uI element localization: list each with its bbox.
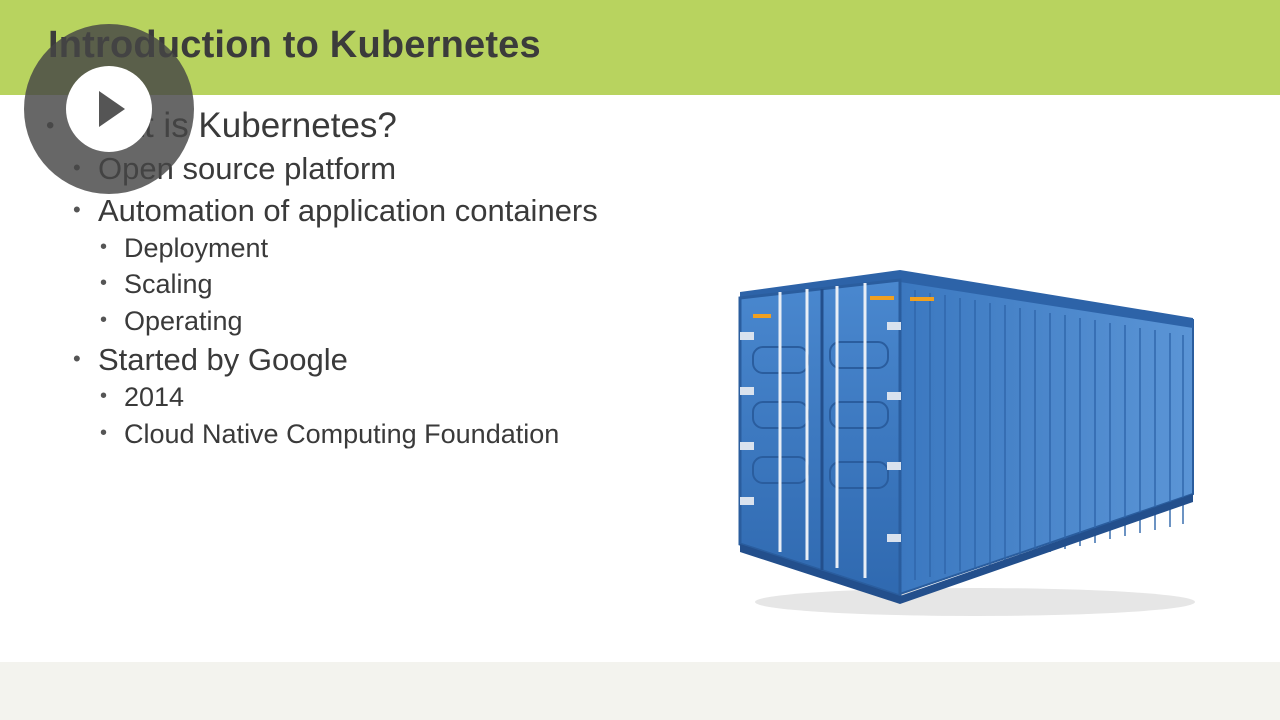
- bullet-item: • Deployment: [100, 233, 269, 264]
- bullet-dot: •: [100, 272, 108, 294]
- bullet-item: • Automation of application containers: [73, 193, 598, 229]
- bullet-dot: •: [100, 309, 108, 331]
- play-icon[interactable]: [99, 91, 125, 127]
- bullet-text: Scaling: [124, 269, 213, 299]
- bullet-text: Operating: [124, 306, 243, 336]
- play-button[interactable]: [24, 24, 194, 194]
- bullet-text: Automation of application containers: [98, 193, 598, 228]
- bullet-item: • Started by Google: [73, 342, 348, 378]
- bullet-dot: •: [73, 346, 81, 371]
- bullet-item: • Cloud Native Computing Foundation: [100, 419, 560, 450]
- bullet-item: • Operating: [100, 306, 243, 337]
- bullet-dot: •: [100, 385, 108, 407]
- bullet-item: • Scaling: [100, 269, 213, 300]
- bullet-text: Started by Google: [98, 342, 348, 377]
- bullet-item: • 2014: [100, 382, 185, 413]
- bullet-dot: •: [73, 197, 81, 222]
- bullet-text: Deployment: [124, 233, 269, 263]
- shipping-container-illustration: [738, 270, 1195, 616]
- bullet-text: Cloud Native Computing Foundation: [124, 419, 560, 449]
- bullet-dot: •: [100, 422, 108, 444]
- bullet-dot: •: [100, 236, 108, 258]
- slide-footer: [0, 662, 1280, 720]
- bullet-text: 2014: [124, 382, 185, 412]
- play-button-inner[interactable]: [66, 66, 152, 152]
- slide-header: Introduction to Kubernetes: [0, 0, 1280, 95]
